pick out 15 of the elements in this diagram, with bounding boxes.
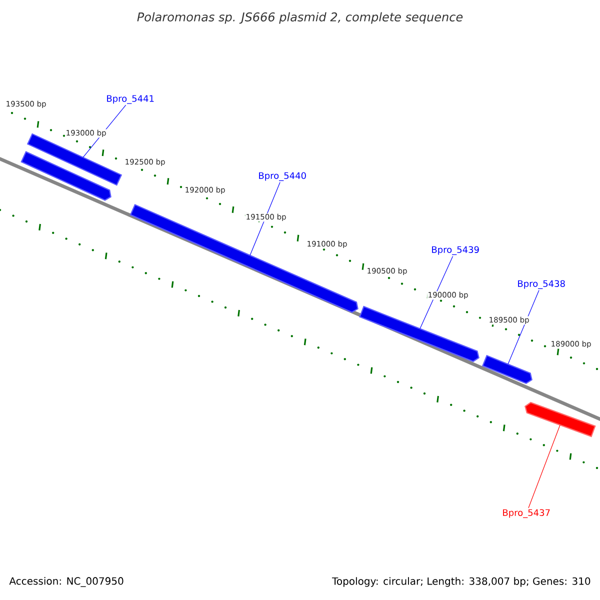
gene-label: Bpro_5440 [259, 172, 306, 181]
leader-line [420, 256, 454, 329]
leader-line [528, 424, 560, 508]
gene-bar [359, 306, 480, 362]
footer-text: Topology: circular; Length: 338,007 bp; Genes: 310 [332, 577, 590, 587]
gene-label: Bpro_5438 [518, 280, 565, 289]
gene-bar [20, 151, 112, 201]
leader-line [250, 182, 280, 256]
gene-label: Bpro_5439 [432, 246, 479, 255]
title: Polaromonas sp. JS666 plasmid 2, complete sequence [137, 12, 463, 24]
gene-bar [524, 402, 596, 438]
gene-label: Bpro_5437 [503, 509, 550, 518]
leader-line [508, 290, 540, 364]
gene-label: Bpro_5441 [107, 95, 154, 104]
footer-text: Accession: NC_007950 [9, 577, 124, 587]
